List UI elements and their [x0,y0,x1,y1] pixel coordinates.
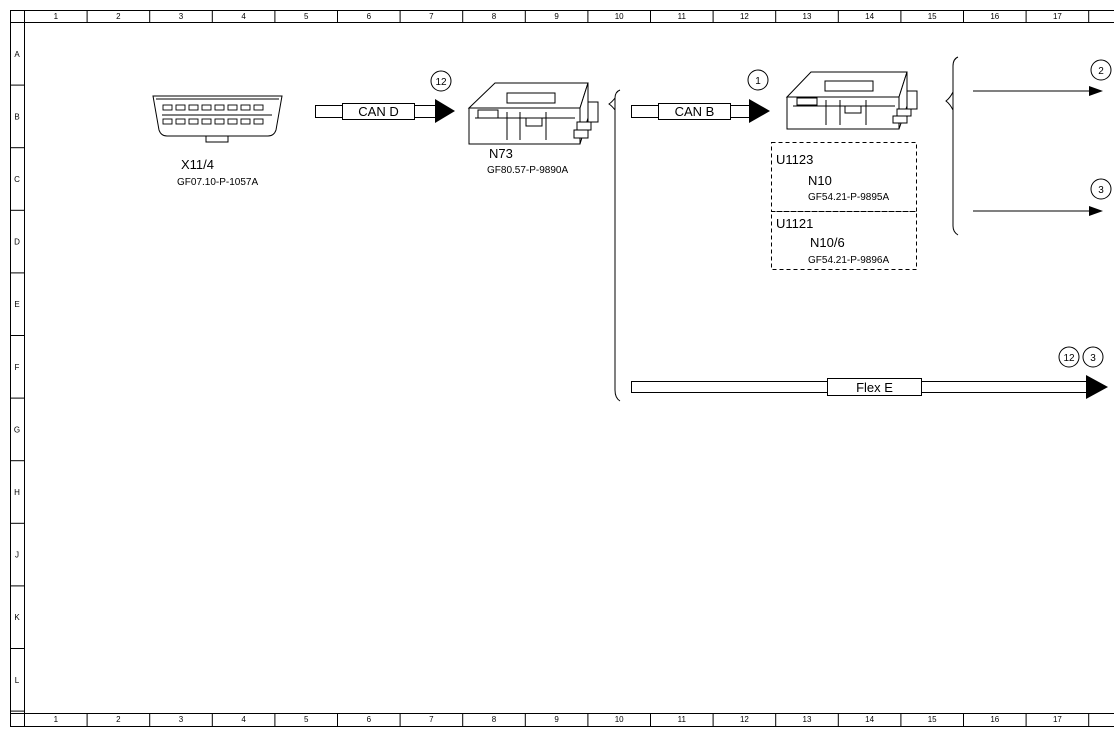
row-label: G [14,425,20,434]
sheet-frame [10,10,1114,727]
bus-brace-left [608,89,621,402]
bus-can-d[interactable]: CAN D 12 [315,70,456,123]
column-label: 6 [367,715,372,724]
reference-marker[interactable]: 12 [1058,346,1080,368]
gateway-module-n73[interactable]: N73 GF80.57-P-9890A [467,82,599,176]
component-name: N10 [808,173,832,188]
bus-label: CAN B [675,104,715,119]
column-label: 13 [803,12,812,21]
row-label: H [14,488,20,497]
column-grid-ticks [86,10,1090,727]
row-label: K [14,613,20,622]
arrow-right-icon [1089,86,1103,96]
arrow-right-icon [749,99,770,123]
fault-box-u1123[interactable]: U1123 N10 GF54.21-P-9895A [771,142,917,212]
arrow-right-icon [435,99,455,123]
column-label: 3 [179,715,184,724]
column-label: 6 [367,12,372,21]
page-ref-arrow-2[interactable]: 2 [973,59,1112,96]
column-label: 3 [179,12,184,21]
arrow-right-icon [1086,375,1108,399]
reference-marker[interactable]: 1 [747,69,769,91]
row-label: A [14,50,20,59]
column-label: 2 [116,12,121,21]
control-module-icon [467,82,599,145]
column-label: 9 [554,12,559,21]
column-label: 14 [865,12,874,21]
column-label: 15 [928,715,937,724]
obd-connector-icon [152,95,283,143]
column-label: 4 [241,715,246,724]
bus-can-b[interactable]: CAN B 1 [631,69,771,123]
component-ref[interactable]: GF54.21-P-9895A [808,192,889,203]
column-label: 11 [678,715,687,724]
column-label: 8 [492,715,497,724]
component-name: N73 [489,146,513,161]
column-label: 2 [116,715,121,724]
svg-text:12: 12 [1063,353,1075,364]
component-name: X11/4 [181,157,214,172]
component-ref[interactable]: GF80.57-P-9890A [487,165,568,176]
column-label: 1 [54,715,59,724]
svg-text:3: 3 [1090,353,1096,364]
column-label: 14 [865,715,874,724]
row-grid-ticks [10,84,24,712]
row-label: L [15,676,20,685]
column-label: 17 [1053,12,1062,21]
control-module-icon [785,71,918,130]
bus-flex-e[interactable]: Flex E 12 3 [631,346,1109,399]
diagnostic-connector-x11-4[interactable]: X11/4 GF07.10-P-1057A [152,95,283,188]
column-label: 13 [803,715,812,724]
column-label: 7 [429,12,434,21]
column-label: 16 [990,12,999,21]
column-label: 12 [740,12,749,21]
bus-label: Flex E [856,380,893,395]
fault-code: U1123 [776,152,813,167]
column-label: 9 [554,715,559,724]
component-ref[interactable]: GF07.10-P-1057A [177,177,258,188]
page-ref-arrow-3[interactable]: 3 [973,178,1112,216]
row-label: B [14,112,19,121]
bus-brace-right [945,56,959,236]
page-ref-number: 3 [1098,185,1104,196]
column-label: 11 [678,12,687,21]
component-name: N10/6 [810,235,845,250]
fault-code: U1121 [776,216,813,231]
svg-text:12: 12 [435,77,447,88]
row-label: E [14,300,19,309]
reference-marker[interactable]: 12 [430,70,452,92]
column-label: 17 [1053,715,1062,724]
bus-label: CAN D [358,104,398,119]
sam-module-n10[interactable] [785,71,918,130]
column-label: 15 [928,12,937,21]
page-ref-number: 2 [1098,66,1104,77]
component-ref[interactable]: GF54.21-P-9896A [808,255,889,266]
row-label: F [15,363,20,372]
column-label: 4 [241,12,246,21]
column-label: 8 [492,12,497,21]
column-label: 5 [304,12,309,21]
row-labels: A B C D E F G H J K L [14,50,20,685]
svg-text:1: 1 [755,76,761,87]
column-label: 10 [615,715,624,724]
row-label: C [14,175,20,184]
column-label: 7 [429,715,434,724]
reference-marker[interactable]: 3 [1082,346,1104,368]
column-label: 16 [990,715,999,724]
arrow-right-icon [1089,206,1103,216]
column-label: 10 [615,12,624,21]
column-label: 12 [740,715,749,724]
column-label: 1 [54,12,59,21]
row-label: J [15,551,19,560]
column-label: 5 [304,715,309,724]
fault-box-u1121[interactable]: U1121 N10/6 GF54.21-P-9896A [771,211,917,270]
row-label: D [14,238,20,247]
